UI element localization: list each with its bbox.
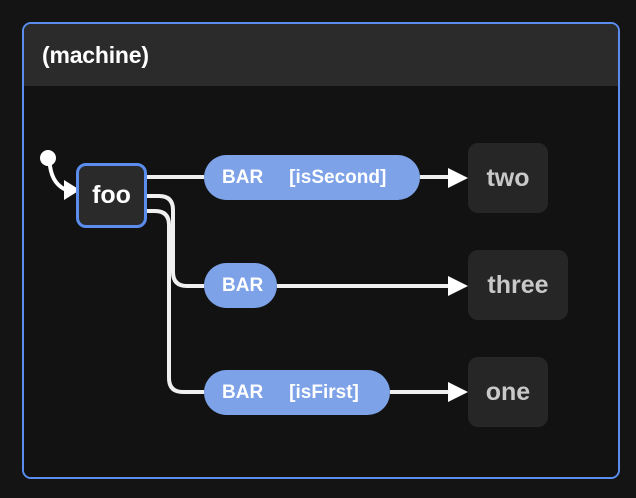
state-label-three: three	[487, 270, 549, 299]
transition-event-label: BAR	[222, 381, 264, 403]
machine-header: (machine)	[24, 24, 618, 86]
transition-pill-bar-isfirst[interactable]: BAR [isFirst]	[204, 370, 390, 415]
transition-guard-label: [isSecond]	[289, 166, 387, 188]
transition-guard-label: [isFirst]	[289, 381, 359, 403]
state-node-two[interactable]: two	[468, 143, 548, 213]
transition-pill-bar-issecond[interactable]: BAR [isSecond]	[204, 155, 420, 200]
transition-event-label: BAR	[222, 166, 264, 188]
transition-pill-bar[interactable]: BAR	[204, 263, 277, 308]
state-node-three[interactable]: three	[468, 250, 568, 320]
transition-event-label: BAR	[222, 274, 264, 296]
state-node-one[interactable]: one	[468, 357, 548, 427]
machine-title: (machine)	[42, 41, 149, 68]
state-label-foo: foo	[92, 181, 131, 209]
state-label-one: one	[485, 377, 531, 406]
state-label-two: two	[486, 163, 530, 192]
state-node-foo[interactable]: foo	[76, 163, 147, 228]
